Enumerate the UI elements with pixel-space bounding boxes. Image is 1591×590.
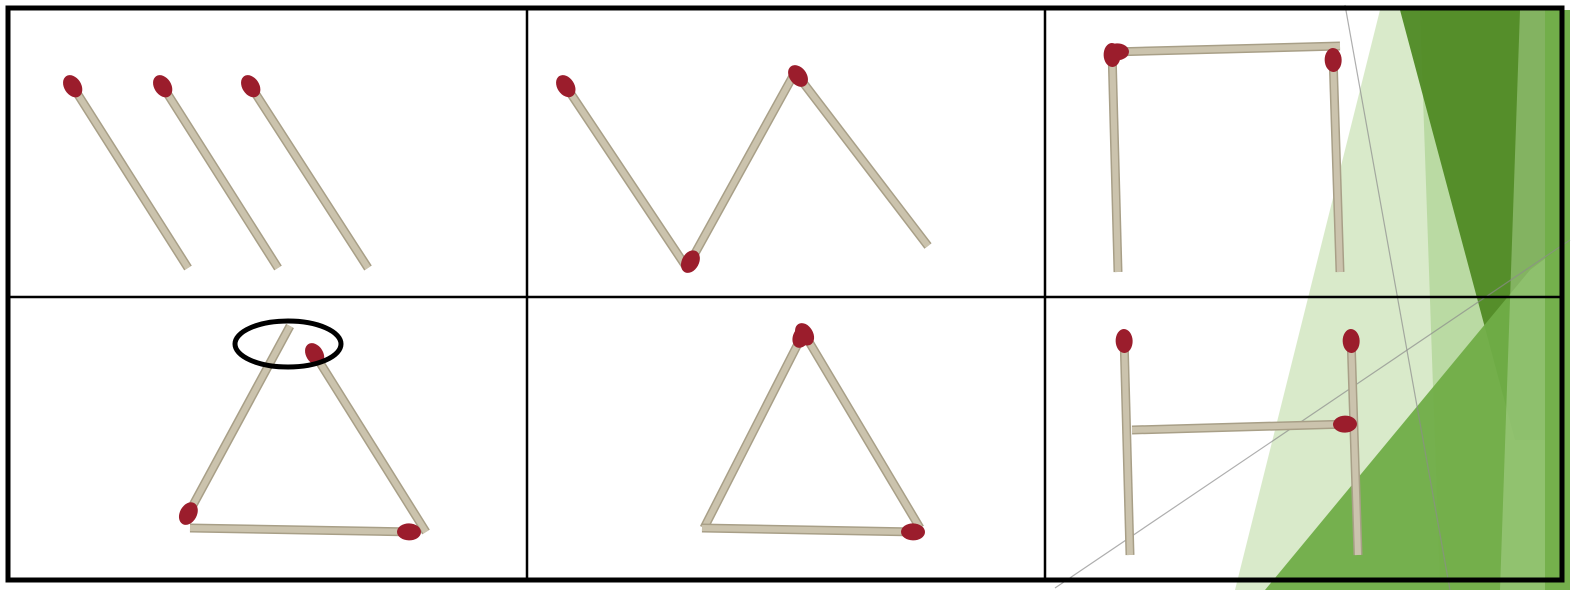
matchstick [301,340,426,532]
matchsticks-layer [59,43,1360,555]
green-decoration-shape [1545,10,1570,590]
matchstick [552,71,687,268]
matchstick-stick-highlight [160,82,278,268]
matchstick-stick-highlight [688,76,793,266]
matchstick-stick-highlight [312,350,426,532]
matchstick-stick-highlight [70,82,188,268]
matchstick-stick-highlight [704,332,804,528]
matchstick-head [1324,48,1342,73]
matchstick-stick-highlight [795,72,928,246]
matchstick [704,322,815,528]
matchstick-stick-highlight [802,330,920,528]
matchstick [784,61,928,246]
matchstick-stick-highlight [563,82,687,268]
matchstick-head [1115,329,1133,353]
matchstick [190,523,421,540]
matchstick [1105,43,1340,61]
matchstick [175,326,290,528]
matchstick-stick-highlight [702,528,918,532]
matchstick-stick-highlight [190,528,414,532]
matchstick [1103,43,1121,272]
matchstick [677,76,793,276]
matchstick [791,320,920,528]
matchstick-stick-highlight [248,82,368,268]
matchstick [702,523,925,540]
matchstick [1115,329,1133,555]
